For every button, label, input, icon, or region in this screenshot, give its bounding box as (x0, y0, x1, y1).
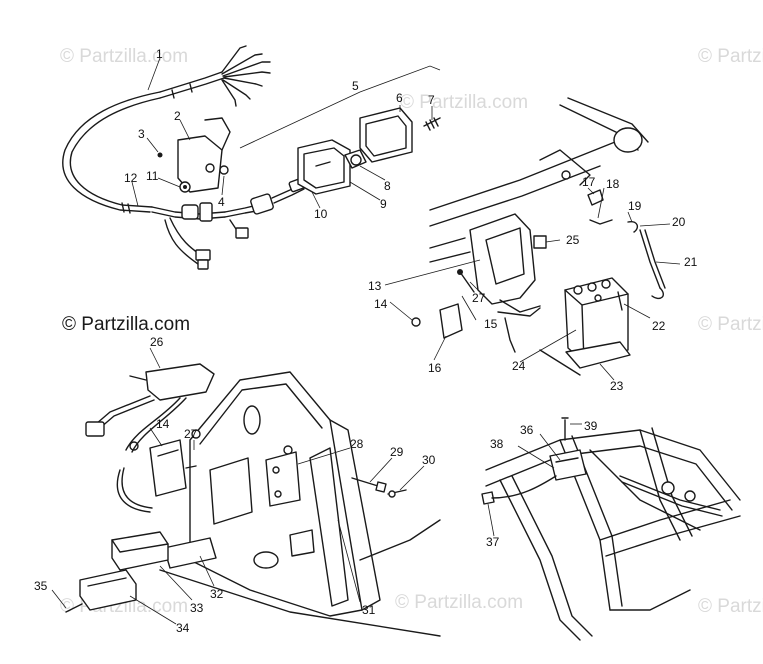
callout-36: 36 (520, 423, 534, 437)
watermark-6: © Partzilla.com (698, 596, 763, 617)
callout-3: 3 (138, 127, 145, 141)
watermark-5: © Partzilla.com (698, 314, 763, 335)
callout-29: 29 (390, 445, 404, 459)
callout-16: 16 (428, 361, 442, 375)
frame-battery-assembly (411, 97, 666, 376)
callout-25: 25 (566, 233, 580, 247)
callout-19: 19 (628, 199, 642, 213)
callout-2: 2 (174, 109, 181, 123)
callout-33: 33 (190, 601, 204, 615)
leader-lines (51, 57, 681, 625)
callout-10: 10 (314, 207, 328, 221)
callout-22: 22 (652, 319, 666, 333)
callout-1: 1 (156, 47, 163, 61)
callout-5: 5 (352, 79, 359, 93)
callout-34: 34 (176, 621, 190, 635)
watermark-2: © Partzilla.com (400, 92, 528, 113)
callout-35: 35 (34, 579, 48, 593)
electrical-panel-assembly (65, 363, 441, 637)
callout-14a: 14 (374, 297, 388, 311)
callout-12: 12 (124, 171, 138, 185)
watermark-dark: © Partzilla.com (62, 314, 190, 335)
callout-38: 38 (490, 437, 504, 451)
callout-15: 15 (484, 317, 498, 331)
callout-24: 24 (512, 359, 526, 373)
callout-20: 20 (672, 215, 686, 229)
callout-6: 6 (396, 91, 403, 105)
chassis-assembly (481, 417, 741, 641)
callout-11: 11 (146, 169, 159, 183)
wire-harness-assembly (62, 45, 441, 270)
callout-32: 32 (210, 587, 224, 601)
callout-17: 17 (582, 175, 596, 189)
callout-23: 23 (610, 379, 624, 393)
callout-21: 21 (684, 255, 698, 269)
callout-26: 26 (150, 335, 164, 349)
callout-28: 28 (350, 437, 364, 451)
callout-18: 18 (606, 177, 620, 191)
watermark-1: © Partzilla.com (60, 46, 188, 67)
callout-labels: 1 2 3 4 5 6 7 8 9 10 11 12 13 14 15 16 1… (34, 47, 698, 635)
callout-13: 13 (368, 279, 382, 293)
callout-9: 9 (380, 197, 387, 211)
watermark-3: © Partzilla.com (698, 46, 763, 67)
callout-30: 30 (422, 453, 436, 467)
callout-27b: 27 (184, 427, 198, 441)
callout-31: 31 (362, 603, 376, 617)
callout-27a: 27 (472, 291, 486, 305)
callout-14b: 14 (156, 417, 170, 431)
callout-7: 7 (428, 93, 435, 107)
callout-37: 37 (486, 535, 500, 549)
callout-39: 39 (584, 419, 598, 433)
callout-8: 8 (384, 179, 391, 193)
callout-4: 4 (218, 195, 225, 209)
watermark-4: © Partzilla.com (395, 592, 523, 613)
